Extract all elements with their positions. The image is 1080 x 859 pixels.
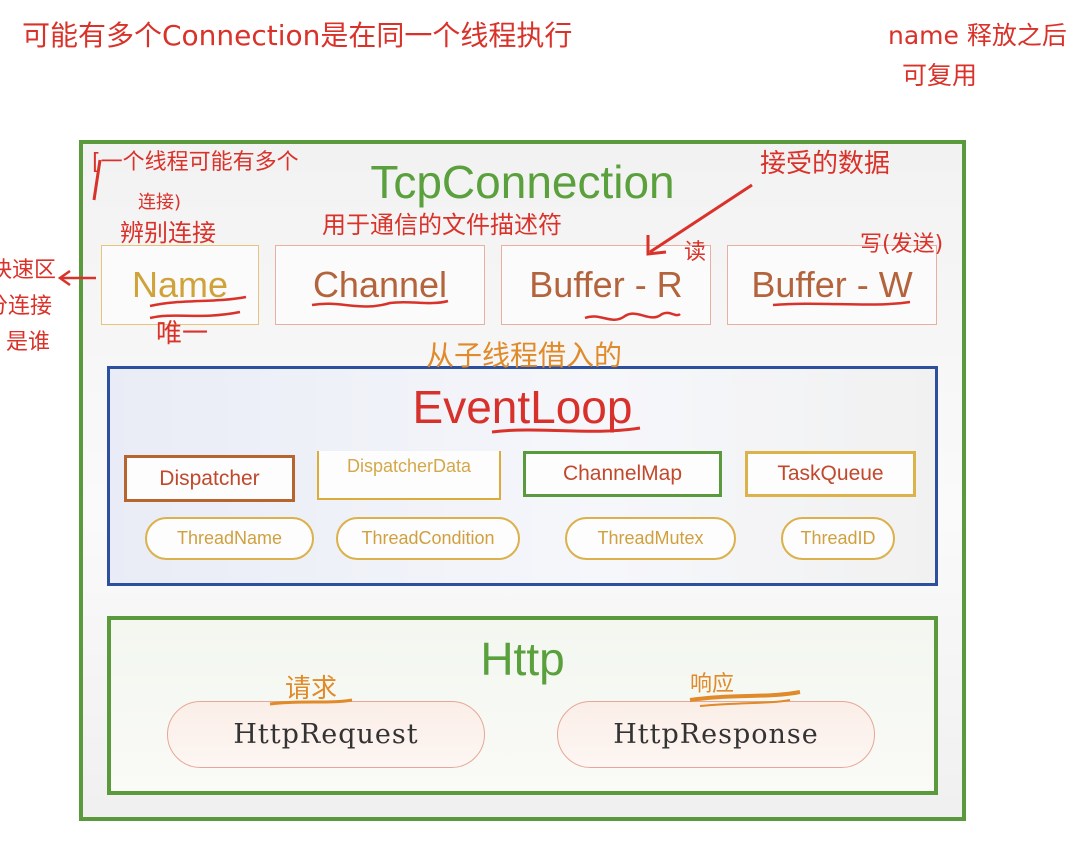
- http-request-box: HttpRequest: [167, 701, 485, 768]
- recv-arrow-line: [649, 183, 753, 254]
- name-underline-2: [149, 310, 241, 320]
- thread-name-pill: ThreadName: [145, 517, 314, 560]
- thread-condition-pill: ThreadCondition: [336, 517, 520, 560]
- http-request-label: HttpRequest: [233, 719, 419, 750]
- annotation-recv-data: 接受的数据: [760, 149, 891, 179]
- event-loop-title: EventLoop: [412, 381, 633, 433]
- annotation-fd: 用于通信的文件描述符: [322, 211, 562, 239]
- name-label: Name: [131, 264, 229, 305]
- channel-underline: [311, 299, 449, 308]
- channel-field: Channel: [275, 245, 485, 325]
- http-title: Http: [480, 633, 565, 685]
- dispatcher-box: Dispatcher: [124, 455, 295, 502]
- annotation-left-3: 是谁: [6, 330, 51, 355]
- thread-id-pill: ThreadID: [781, 517, 895, 560]
- buffer-read-label: Buffer - R: [529, 264, 683, 305]
- buffer-w-underline: [772, 300, 911, 307]
- annotation-top-right-1: name 释放之后: [888, 21, 1067, 50]
- annotation-top-left: 可能有多个Connection是在同一个线程执行: [22, 19, 573, 52]
- buffer-write-field: Buffer - W: [727, 245, 937, 325]
- name-underline: [149, 295, 247, 308]
- response-underline: [689, 690, 801, 702]
- buffer-read-field: Buffer - R: [501, 245, 711, 325]
- bracket-mark: [92, 159, 102, 201]
- dispatcher-data-label: DispatcherData: [346, 456, 472, 476]
- annotation-unique: 唯一: [156, 319, 209, 349]
- thread-mutex-pill: ThreadMutex: [565, 517, 736, 560]
- task-queue-box: TaskQueue: [745, 451, 916, 497]
- channel-label: Channel: [312, 264, 448, 305]
- annotation-left-1: 快速区: [0, 258, 57, 283]
- http-response-label: HttpResponse: [613, 719, 819, 750]
- annotation-request: 请求: [285, 674, 338, 704]
- buffer-write-label: Buffer - W: [751, 264, 913, 305]
- name-field: Name: [101, 245, 259, 325]
- channel-map-label: ChannelMap: [562, 462, 683, 485]
- left-arrow-head: [57, 269, 71, 287]
- thread-id-label: ThreadID: [800, 528, 876, 548]
- annotation-distinguish: 辨别连接: [120, 219, 216, 247]
- annotation-response: 响应: [690, 672, 735, 697]
- thread-mutex-label: ThreadMutex: [597, 528, 704, 548]
- tcp-connection-title: TcpConnection: [370, 156, 675, 208]
- thread-condition-label: ThreadCondition: [361, 528, 495, 548]
- annotation-write: 写(发送): [860, 232, 944, 257]
- dispatcher-data-box: DispatcherData: [317, 451, 501, 500]
- annotation-left-2: 分连接: [0, 294, 53, 319]
- annotation-one-thread-2: 连接): [138, 192, 182, 213]
- channel-map-box: ChannelMap: [523, 451, 722, 497]
- dispatcher-label: Dispatcher: [159, 466, 260, 490]
- response-underline-2: [699, 699, 791, 707]
- request-underline: [269, 698, 353, 706]
- annotation-one-thread-1: [一个线程可能有多个: [92, 150, 299, 175]
- task-queue-label: TaskQueue: [777, 462, 884, 485]
- thread-name-label: ThreadName: [176, 528, 283, 548]
- annotation-from-child-thread: 从子线程借入的: [426, 339, 623, 372]
- http-response-box: HttpResponse: [557, 701, 875, 768]
- recv-arrow-head: [646, 235, 667, 256]
- annotation-read: 读: [684, 240, 707, 265]
- annotation-top-right-2: 可复用: [902, 61, 978, 90]
- event-loop-underline: [491, 426, 641, 434]
- buffer-r-underline: [584, 311, 681, 321]
